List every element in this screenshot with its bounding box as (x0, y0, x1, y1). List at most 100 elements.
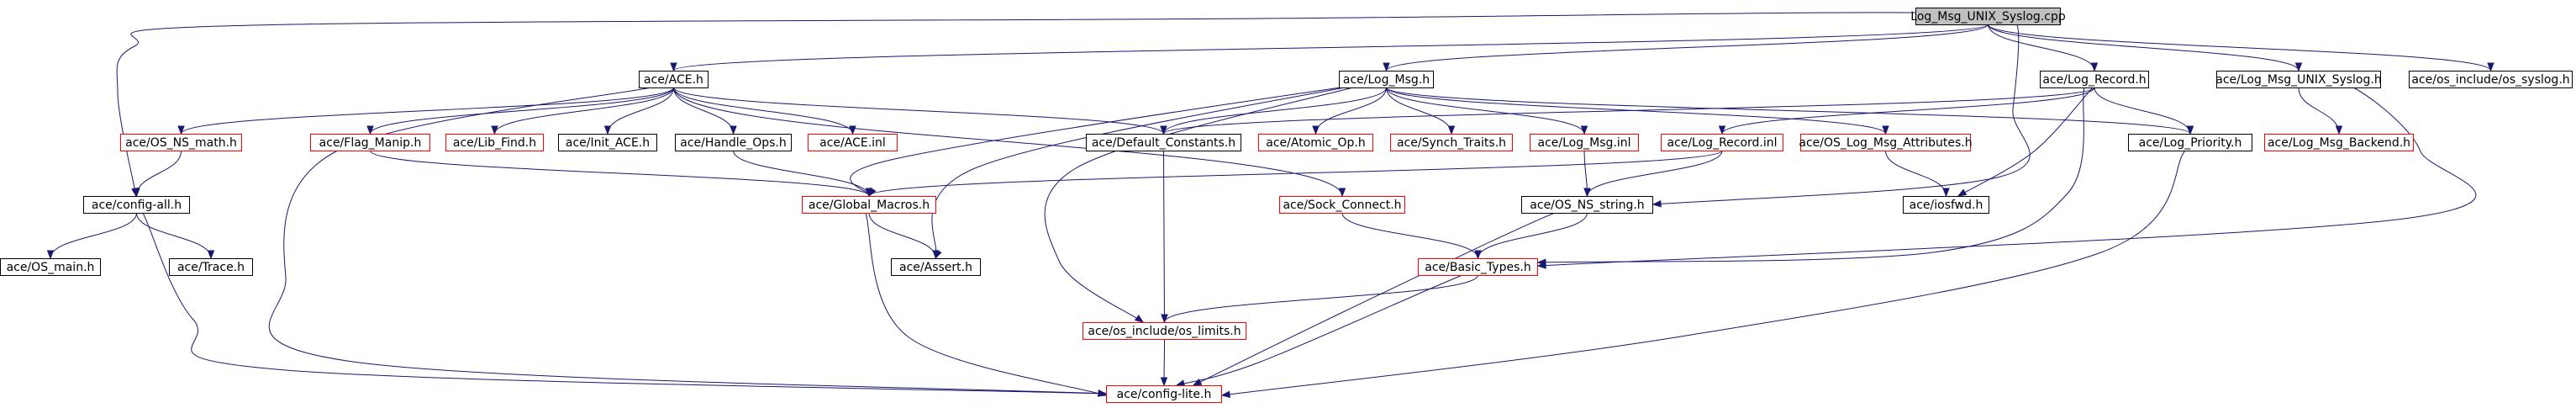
node-label[interactable]: ace/Lib_Find.h (453, 136, 536, 150)
node-box[interactable] (891, 258, 981, 276)
node-label[interactable]: ace/Default_Constants.h (1092, 136, 1235, 150)
node-ace-os-include-os-limits-h[interactable]: ace/os_include/os_limits.h (1083, 322, 1246, 340)
node-ace-log-msg-h[interactable]: ace/Log_Msg.h (1339, 71, 1434, 88)
node-box[interactable] (1530, 134, 1639, 151)
node-label[interactable]: ace/Log_Record.h (2042, 73, 2146, 87)
node-box[interactable] (1279, 196, 1405, 214)
node-box[interactable] (1390, 134, 1513, 151)
node-ace-default-constants-h[interactable]: ace/Default_Constants.h (1086, 134, 1241, 151)
node-box[interactable] (2216, 71, 2381, 88)
node-ace-atomic-op-h[interactable]: ace/Atomic_Op.h (1258, 134, 1373, 151)
edge-line (181, 87, 674, 135)
node-label[interactable]: ace/Atomic_Op.h (1266, 136, 1365, 150)
node-box[interactable] (1418, 258, 1538, 276)
node-box[interactable] (169, 258, 253, 276)
node-ace-handle-ops-h[interactable]: ace/Handle_Ops.h (675, 134, 792, 151)
edge-line (1988, 24, 2299, 72)
node-box[interactable] (1086, 134, 1241, 151)
node-ace-log-msg-backend-h[interactable]: ace/Log_Msg_Backend.h (2264, 134, 2414, 151)
node-ace-os-include-os-syslog-h[interactable]: ace/os_include/os_syslog.h (2409, 71, 2573, 88)
node-ace-init-ace-h[interactable]: ace/Init_ACE.h (558, 134, 657, 151)
node-label[interactable]: ace/os_include/os_limits.h (1088, 325, 1241, 338)
edge-ace-log-msg-h-to-ace-atomic-op-h (1312, 87, 1387, 135)
node-label[interactable]: ace/Synch_Traits.h (1397, 136, 1506, 150)
node-label[interactable]: ace/Flag_Manip.h (319, 136, 422, 150)
node-box[interactable] (1258, 134, 1373, 151)
node-box[interactable] (808, 134, 898, 151)
node-label[interactable]: ace/config-lite.h (1117, 388, 1212, 401)
node-ace-synch-traits-h[interactable]: ace/Synch_Traits.h (1390, 134, 1513, 151)
node-ace-ace-inl[interactable]: ace/ACE.inl (808, 134, 898, 151)
node-box[interactable] (639, 71, 709, 88)
node-ace-lib-find-h[interactable]: ace/Lib_Find.h (445, 134, 544, 151)
node-label[interactable]: ace/OS_NS_math.h (125, 136, 237, 150)
node-box[interactable] (558, 134, 657, 151)
node-label[interactable]: ace/Sock_Connect.h (1283, 199, 1401, 212)
node-box[interactable] (120, 134, 242, 151)
node-box[interactable] (1915, 8, 2061, 25)
node-ace-os-main-h[interactable]: ace/OS_main.h (0, 258, 101, 276)
node-box[interactable] (1339, 71, 1434, 88)
node-box[interactable] (0, 258, 101, 276)
node-box[interactable] (802, 196, 936, 214)
node-label[interactable]: ace/Log_Msg_UNIX_Syslog.h (2215, 73, 2381, 87)
node-label[interactable]: ace/config-all.h (92, 199, 182, 212)
node-ace-config-lite-h[interactable]: ace/config-lite.h (1106, 385, 1222, 403)
node-ace-flag-manip-h[interactable]: ace/Flag_Manip.h (310, 134, 430, 151)
node-ace-log-record-inl[interactable]: ace/Log_Record.inl (1661, 134, 1783, 151)
node-box[interactable] (1903, 196, 1989, 214)
node-ace-log-msg-inl[interactable]: ace/Log_Msg.inl (1530, 134, 1639, 151)
node-label[interactable]: ace/OS_main.h (7, 261, 95, 274)
node-label[interactable]: ace/ACE.inl (819, 136, 886, 150)
node-box[interactable] (675, 134, 792, 151)
node-box[interactable] (1661, 134, 1783, 151)
node-label[interactable]: ace/Trace.h (177, 261, 245, 274)
node-box[interactable] (1083, 322, 1246, 340)
node-label[interactable]: Log_Msg_UNIX_Syslog.cpp (1910, 10, 2066, 24)
node-label[interactable]: ace/Handle_Ops.h (680, 136, 787, 150)
node-label[interactable]: ace/Basic_Types.h (1425, 261, 1530, 274)
node-ace-ace-h[interactable]: ace/ACE.h (639, 71, 709, 88)
node-box[interactable] (2128, 134, 2252, 151)
node-box[interactable] (2264, 134, 2414, 151)
node-ace-iosfwd-h[interactable]: ace/iosfwd.h (1903, 196, 1989, 214)
node-box[interactable] (83, 196, 190, 214)
node-ace-assert-h[interactable]: ace/Assert.h (891, 258, 981, 276)
node-ace-global-macros-h[interactable]: ace/Global_Macros.h (802, 196, 936, 214)
node-box[interactable] (1800, 134, 1971, 151)
node-label[interactable]: ace/ACE.h (644, 73, 703, 87)
node-label[interactable]: ace/Init_ACE.h (566, 136, 650, 150)
edge-arrowhead (2335, 125, 2343, 135)
node-ace-os-ns-math-h[interactable]: ace/OS_NS_math.h (120, 134, 242, 151)
node-label[interactable]: ace/OS_NS_string.h (1530, 199, 1644, 212)
node-label[interactable]: ace/Global_Macros.h (809, 199, 930, 212)
node-label[interactable]: ace/Log_Msg_Backend.h (2268, 136, 2410, 150)
node-ace-log-msg-unix-syslog-h[interactable]: ace/Log_Msg_UNIX_Syslog.h (2215, 71, 2382, 88)
edge-arrowhead (366, 125, 374, 135)
node-box[interactable] (1521, 196, 1653, 214)
node-label[interactable]: ace/Log_Priority.h (2139, 136, 2242, 150)
node-ace-log-priority-h[interactable]: ace/Log_Priority.h (2128, 134, 2252, 151)
node-label[interactable]: ace/OS_Log_Msg_Attributes.h (1799, 136, 1972, 150)
node-box[interactable] (310, 134, 430, 151)
node-ace-os-ns-string-h[interactable]: ace/OS_NS_string.h (1521, 196, 1653, 214)
node-ace-os-log-msg-attributes-h[interactable]: ace/OS_Log_Msg_Attributes.h (1799, 134, 1973, 151)
node-ace-basic-types-h[interactable]: ace/Basic_Types.h (1418, 258, 1538, 276)
node-ace-config-all-h[interactable]: ace/config-all.h (83, 196, 190, 214)
node-log-msg-unix-syslog-cpp[interactable]: Log_Msg_UNIX_Syslog.cpp (1910, 8, 2066, 25)
node-box[interactable] (445, 134, 544, 151)
edge-ace-log-msg-unix-syslog-h-to-ace-log-msg-backend-h (2298, 87, 2343, 135)
node-label[interactable]: ace/Log_Msg.inl (1538, 136, 1631, 150)
node-label[interactable]: ace/iosfwd.h (1910, 199, 1983, 212)
edge-arrowhead (1447, 125, 1456, 135)
node-label[interactable]: ace/os_include/os_syslog.h (2411, 73, 2569, 87)
node-ace-sock-connect-h[interactable]: ace/Sock_Connect.h (1279, 196, 1405, 214)
node-box[interactable] (2409, 71, 2573, 88)
node-label[interactable]: ace/Assert.h (899, 261, 972, 274)
node-ace-log-record-h[interactable]: ace/Log_Record.h (2040, 71, 2149, 88)
node-box[interactable] (1106, 385, 1222, 403)
node-box[interactable] (2040, 71, 2149, 88)
node-ace-trace-h[interactable]: ace/Trace.h (169, 258, 253, 276)
node-label[interactable]: ace/Log_Msg.h (1343, 73, 1430, 87)
node-label[interactable]: ace/Log_Record.inl (1667, 136, 1777, 150)
